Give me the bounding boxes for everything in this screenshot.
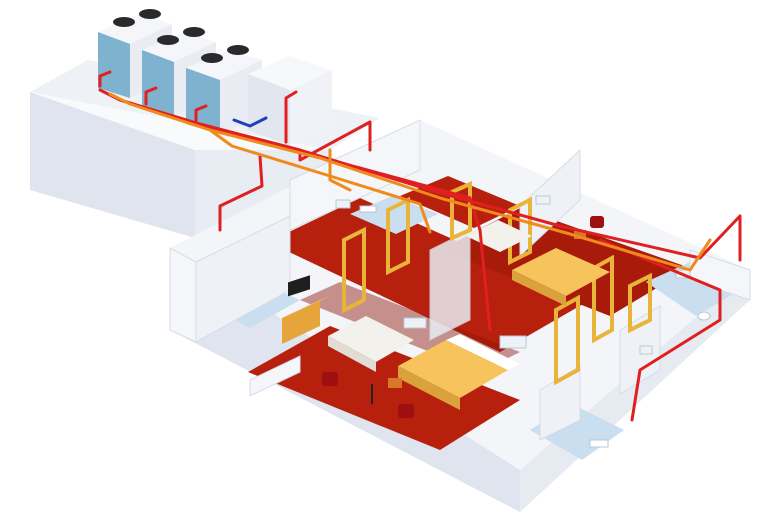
pipe-icon (144, 86, 158, 106)
wall (169, 247, 197, 343)
pipe-icon (298, 120, 372, 162)
tv-icon (288, 275, 310, 297)
bed-icon (398, 334, 520, 410)
outdoor-units (98, 9, 332, 146)
door-frame (554, 294, 580, 386)
wall (429, 229, 471, 341)
pipe-icon (284, 90, 298, 144)
wall (249, 355, 301, 397)
pipe-icon (108, 92, 712, 272)
chair-icon (590, 216, 604, 228)
furniture (282, 195, 691, 418)
sink-icon (589, 439, 609, 448)
fan-icon (157, 35, 179, 45)
pipe-icon (194, 104, 208, 124)
fan-icon (113, 17, 135, 27)
dresser (282, 294, 334, 318)
indoor-fan-coil (639, 345, 653, 355)
bed-icon (328, 316, 414, 372)
fan-icon (227, 45, 249, 55)
door-frame (592, 254, 614, 344)
fan-icon (201, 53, 223, 63)
chair-icon (398, 404, 414, 418)
door-frame (628, 272, 652, 334)
roof-front-face (195, 150, 330, 238)
pipe-icon (218, 154, 264, 232)
pipe-icon (98, 70, 112, 88)
pipe-icon (328, 148, 352, 192)
water-module (248, 56, 332, 146)
wall (289, 119, 421, 231)
room-floor (248, 326, 520, 450)
bed-icon (466, 220, 532, 252)
bed-icon (512, 248, 610, 306)
door-frame (386, 196, 410, 276)
indoor-fan-coil (499, 335, 527, 349)
door-frame (450, 180, 472, 242)
nightstand (388, 378, 402, 388)
indoor-fan-coil (403, 317, 427, 329)
piping (98, 70, 742, 422)
nightstand (574, 230, 586, 239)
fan-icon (183, 27, 205, 37)
sink-icon (359, 205, 377, 213)
door-frame (342, 226, 366, 314)
roof-left-face (30, 92, 195, 238)
indoor-fan-coil (335, 199, 351, 209)
dresser (282, 300, 320, 344)
indoor-fan-coil (535, 195, 551, 205)
pipe-icon (598, 238, 722, 422)
bathroom-floor (646, 262, 740, 316)
chair-icon (322, 372, 338, 386)
walls (169, 119, 751, 441)
toilet-icon (697, 311, 711, 321)
pipe-icon (232, 116, 268, 128)
fan-icon (139, 9, 161, 19)
